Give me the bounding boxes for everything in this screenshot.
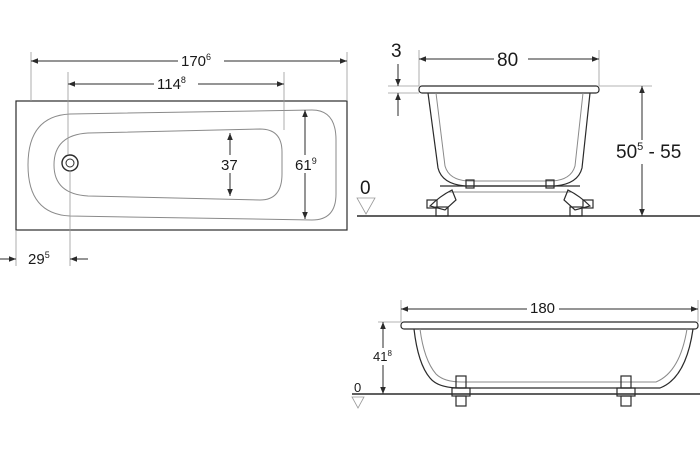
overall-length-label: 1706 — [181, 52, 211, 70]
height-range-label: 505 - 55 — [616, 141, 681, 163]
top-view: 1706 1148 37 619 295 — [0, 52, 348, 268]
inner-width-label: 37 — [221, 157, 238, 174]
side-view: 0 180 418 — [351, 299, 700, 409]
side-tub-body — [413, 328, 694, 389]
side-feet — [451, 375, 636, 407]
drain-offset-label: 295 — [28, 250, 50, 268]
front-tub-body — [427, 92, 591, 187]
tub-bottom-contour — [53, 128, 283, 201]
tub-outer-outline — [15, 100, 348, 231]
rim-height-label: 3 — [391, 41, 402, 62]
overall-width-label: 619 — [295, 156, 317, 174]
side-depth-label: 418 — [373, 349, 392, 364]
front-view: 0 80 3 50 — [356, 41, 700, 217]
inner-length-label: 1148 — [157, 75, 186, 93]
drain-icon — [61, 154, 79, 172]
side-length-label: 180 — [530, 300, 555, 317]
side-floor-level-label: 0 — [354, 380, 361, 395]
front-floor-level-label: 0 — [360, 178, 371, 199]
front-rim — [418, 85, 600, 94]
side-rim — [400, 321, 699, 330]
front-feet — [426, 179, 594, 217]
front-width-label: 80 — [497, 50, 518, 71]
